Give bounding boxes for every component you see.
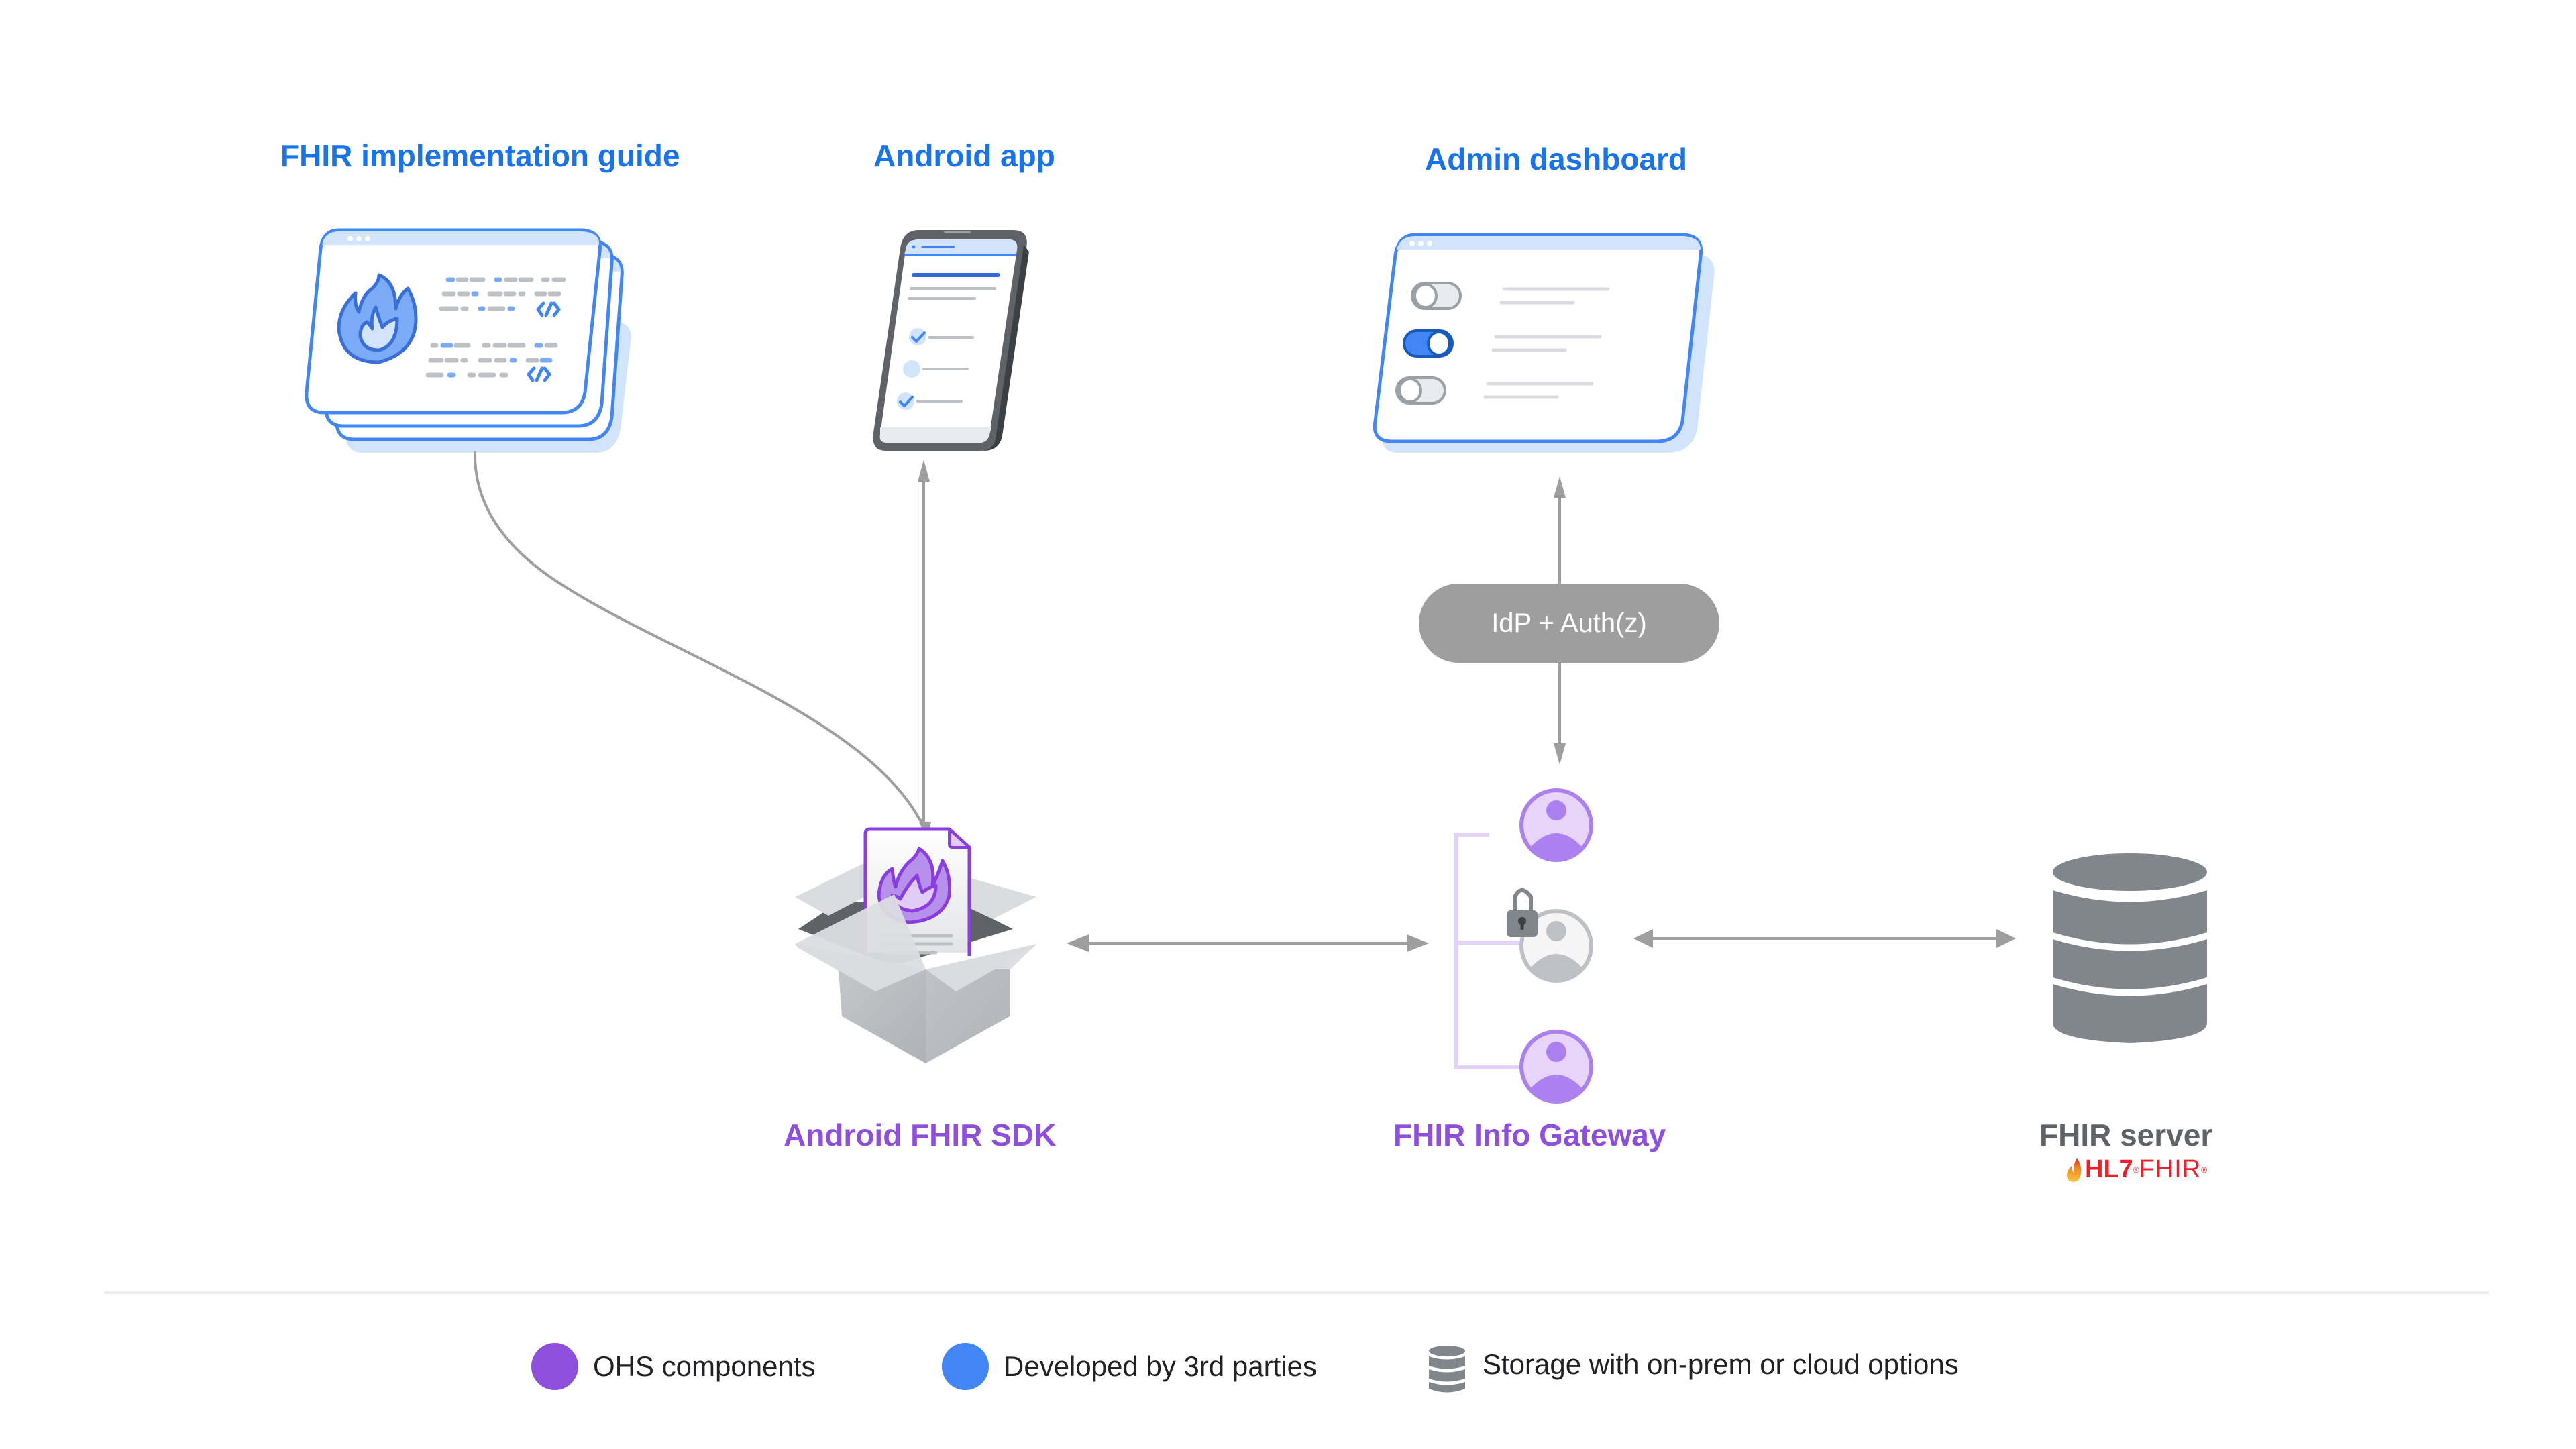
android-phone-illustration (873, 230, 1029, 451)
guide-window-front (305, 228, 602, 415)
legend-item-ohs: OHS components (531, 1343, 816, 1390)
admin-dashboard-title: Admin dashboard (1425, 142, 1688, 176)
legend-item-storage: Storage with on-prem or cloud options (1483, 1348, 1959, 1381)
blue-dot-icon (942, 1343, 989, 1390)
hl7-fhir-logo: HL7® FHIR® (2065, 1155, 2207, 1184)
fhir-server-title: FHIR server (2039, 1118, 2213, 1152)
legend-label: OHS components (593, 1350, 816, 1382)
arrowhead (1554, 476, 1566, 498)
code-lines (425, 277, 566, 378)
arrowhead (918, 460, 930, 482)
fhir-text: FHIR (2139, 1155, 2202, 1183)
legend-label: Storage with on-prem or cloud options (1483, 1348, 1959, 1380)
legend-label: Developed by 3rd parties (1004, 1350, 1317, 1382)
toggle-on-icon (1403, 329, 1454, 358)
flame-icon (337, 273, 418, 364)
checkbox-checked-icon (897, 392, 914, 410)
android-fhir-sdk-title: Android FHIR SDK (784, 1118, 1057, 1152)
legend-database-icon (1429, 1346, 1465, 1393)
checkbox-checked-icon (909, 328, 926, 345)
arrowhead (1554, 743, 1566, 765)
idp-auth-node: IdP + Auth(z) (1419, 584, 1719, 663)
implementation-guide-illustration (305, 228, 631, 453)
arrowhead (1067, 934, 1089, 952)
arrowhead (1407, 934, 1429, 952)
legend-item-third-party: Developed by 3rd parties (942, 1343, 1317, 1390)
toggle-off-icon (1395, 376, 1446, 405)
info-gateway-illustration (1454, 788, 1593, 1104)
arrows (473, 450, 2016, 952)
hl7-flame-icon (2066, 1157, 2082, 1182)
android-fhir-sdk-illustration (795, 827, 1036, 1063)
toggle-off-icon (1411, 282, 1462, 310)
info-gateway-title: FHIR Info Gateway (1393, 1118, 1666, 1152)
user-avatar-icon (1519, 1030, 1593, 1104)
purple-dot-icon (531, 1343, 578, 1390)
android-app-title: Android app (873, 138, 1055, 173)
lock-icon (1507, 888, 1538, 937)
implementation-guide-title: FHIR implementation guide (280, 138, 680, 173)
hl7-text: HL7 (2085, 1155, 2133, 1183)
legend-divider (104, 1291, 2489, 1294)
arrow-guide-to-sdk (473, 450, 930, 833)
user-avatar-icon (1519, 788, 1593, 862)
checkbox-empty-icon (903, 360, 920, 378)
admin-dashboard-illustration (1373, 233, 1715, 453)
arrowhead (1996, 929, 2016, 948)
code-bracket-icon (527, 301, 561, 382)
idp-label: IdP + Auth(z) (1491, 608, 1647, 638)
arrowhead (1633, 929, 1653, 948)
database-icon (2053, 853, 2207, 1043)
user-avatar-locked-icon (1519, 909, 1593, 983)
